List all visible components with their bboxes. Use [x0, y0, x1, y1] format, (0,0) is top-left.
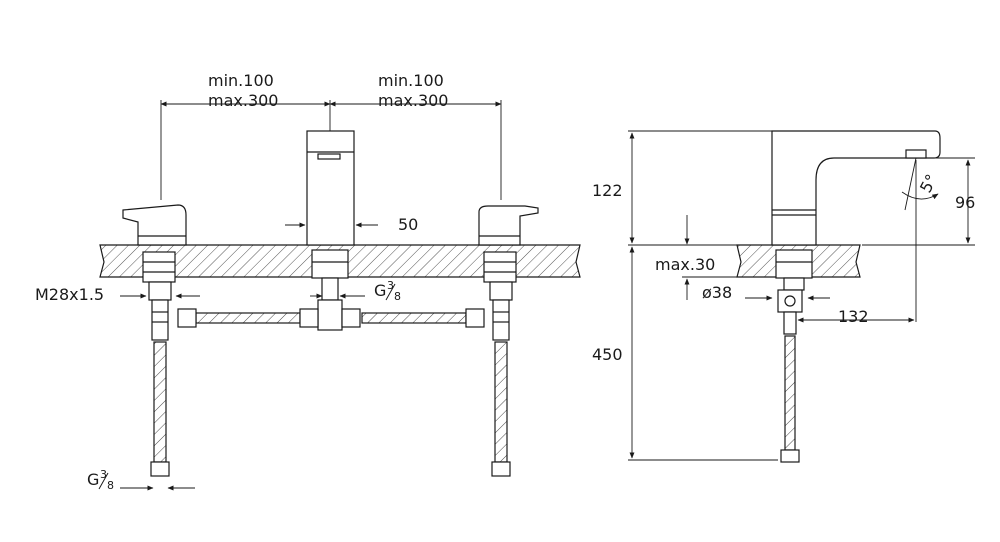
side-tap-body [771, 130, 941, 246]
svg-text:G: G [374, 281, 386, 300]
hose-length-label: 450 [592, 345, 623, 364]
svg-text:3: 3 [100, 468, 107, 481]
connection-hoses [177, 308, 485, 328]
front-spout [306, 130, 355, 331]
svg-text:3: 3 [387, 279, 394, 292]
right-spacing-min: min.100 [378, 71, 444, 90]
front-view [99, 100, 581, 477]
side-dimensions [629, 132, 971, 459]
left-spacing-min: min.100 [208, 71, 274, 90]
height-above-deck-label: 122 [592, 181, 623, 200]
connector-thread-label: G 3 8 [374, 279, 401, 303]
left-handle [122, 204, 187, 477]
front-dimensions [120, 101, 502, 491]
svg-text:G: G [87, 470, 99, 489]
right-spacing-max: max.300 [378, 91, 448, 110]
hole-diameter-label: ø38 [702, 283, 732, 302]
spout-angle-label: 5° [916, 171, 941, 196]
side-view [628, 130, 975, 463]
hose-thread-label: G 3 8 [87, 468, 114, 492]
right-handle [478, 205, 539, 477]
spout-height-label: 96 [955, 193, 975, 212]
max-deck-thickness-label: max.30 [655, 255, 715, 274]
mounting-thread-label: M28x1.5 [35, 285, 104, 304]
svg-text:8: 8 [394, 290, 401, 303]
svg-text:8: 8 [107, 479, 114, 492]
spout-reach-label: 132 [838, 307, 869, 326]
spout-width-label: 50 [398, 215, 418, 234]
left-spacing-max: max.300 [208, 91, 278, 110]
